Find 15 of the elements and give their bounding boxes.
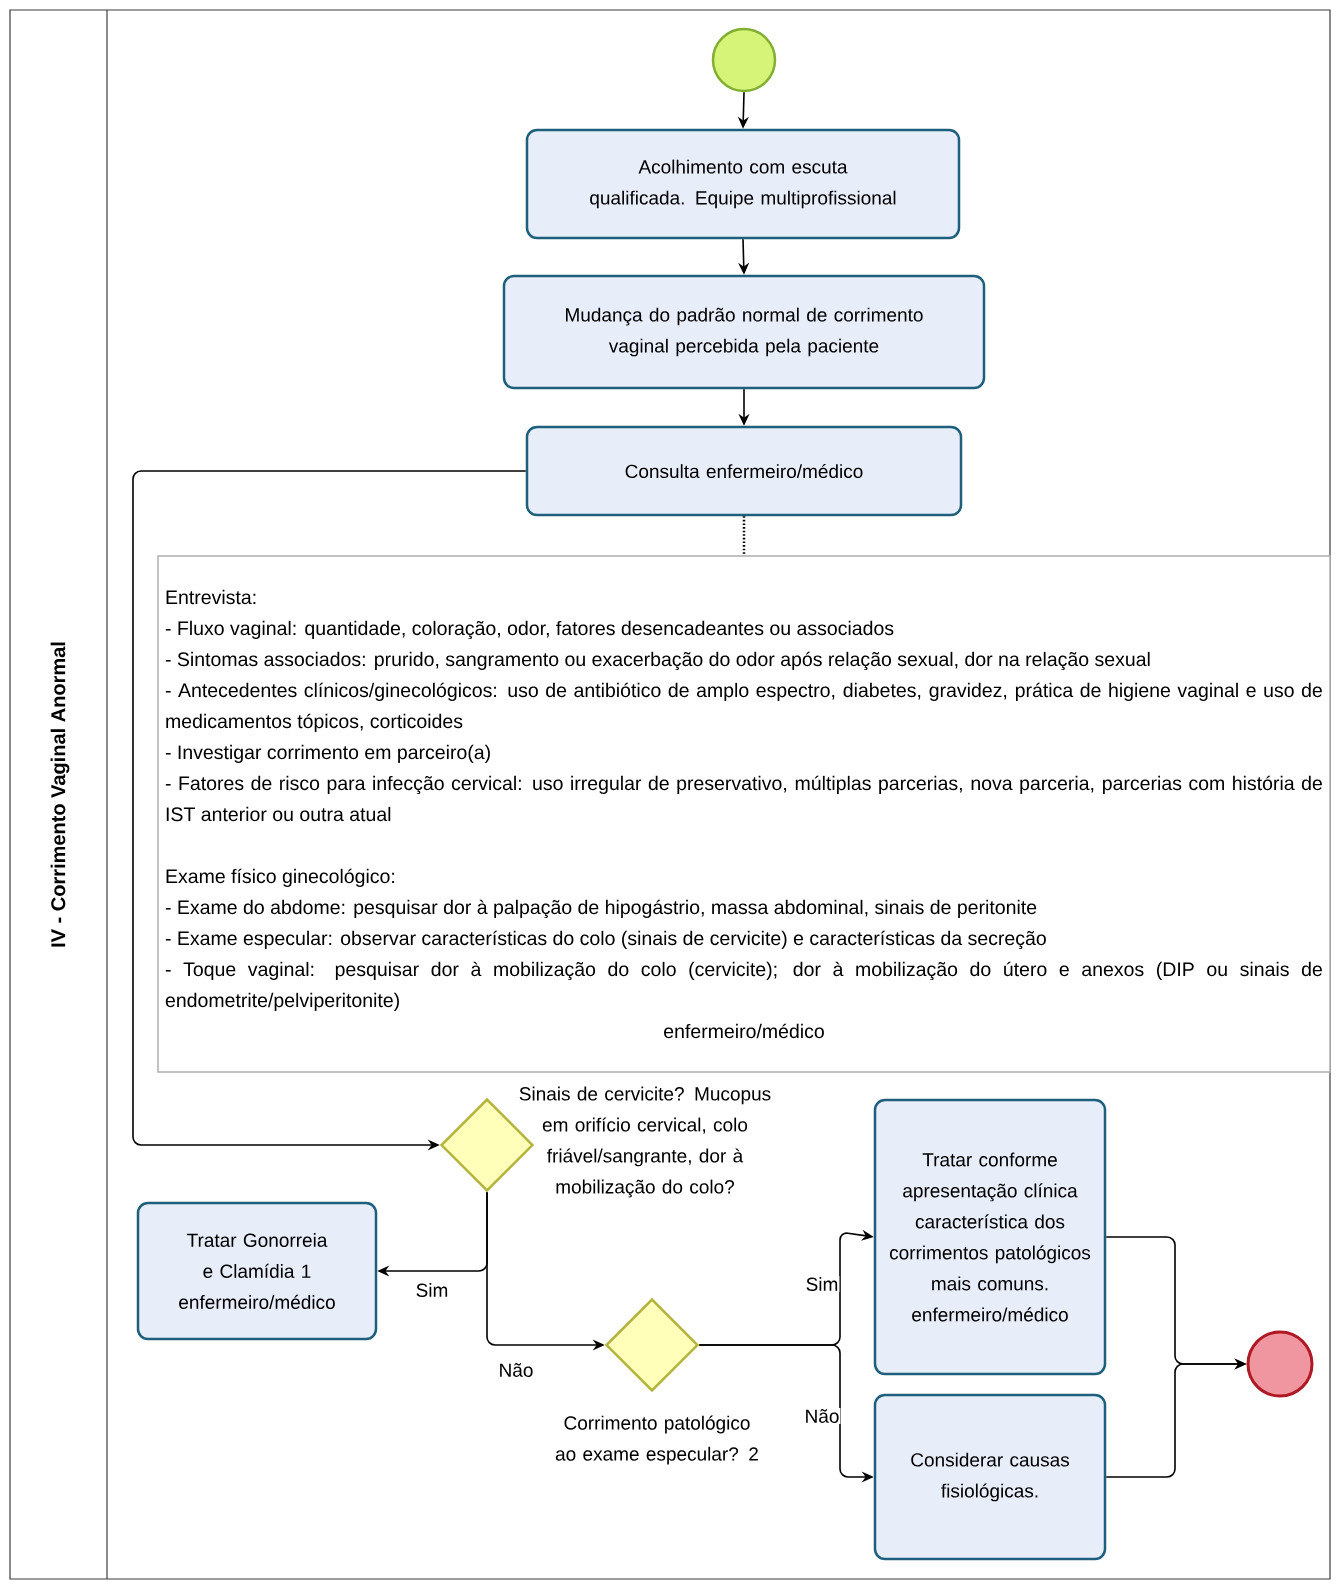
task-box: Mudança do padrão normal de corrimento vaginal percebida pela paciente <box>502 274 986 390</box>
task-box: Considerar causas fisiológicas. <box>873 1393 1107 1561</box>
edge-label: Não <box>497 1362 535 1378</box>
task-box: Acolhimento com escuta qualificada. Equipe multiprofissional <box>525 128 961 240</box>
annotation-box: Entrevista: - Fluxo vaginal: quantidade, coloração, odor, fatores desencadeantes ou associados - Sintomas associados: prurido, sangramento ou exacerbação do odor após relação sexual, dor na relação sexual - Antecedentes clínicos/ginecológicos: uso de antibiótico de amplo espectro, diabetes, gravidez, prática de higiene vaginal e uso de medicamentos tópicos, corticoides - Investigar corrimento em parceiro(a) - Fatores de risco para infecção cervical: uso irregular de preservativo, múltiplas parcerias, nova parceria, parcerias com história de IST anterior ou outra atual Exame físico ginecológico: - Exame do abdome: pesquisar dor à palpação de hipogástrio, massa abdominal, sinais de peritonite - Exame especular: observar características do colo (sinais de cervicite) e características da secreção - Toque vaginal: pesquisar dor à mobilização do colo (cervicite); dor à mobilização do útero e anexos (DIP ou sinais de endometrite/pelviperitonite) enfermeiro/médico <box>157 555 1331 1073</box>
task-box: Consulta enfermeiro/médico <box>525 425 963 517</box>
edge-label: Sim <box>414 1282 450 1298</box>
edge-label: Sim <box>804 1276 840 1292</box>
end-event-circle <box>1246 1330 1314 1398</box>
node-label: Sinais de cervicite? Mucopus em orifício cervical, colo friável/sangrante, dor à mobilização do colo? <box>519 1086 771 1198</box>
edge-label: Não <box>803 1408 841 1424</box>
task-box: Tratar Gonorreia e Clamídia 1 enfermeiro/médico <box>136 1201 378 1341</box>
start-event-circle <box>711 27 777 93</box>
task-box: Tratar conforme apresentação clínica característica dos corrimentos patológicos mais comuns. enfermeiro/médico <box>873 1098 1107 1376</box>
node-label: Corrimento patológico ao exame especular? 2 <box>555 1415 758 1465</box>
